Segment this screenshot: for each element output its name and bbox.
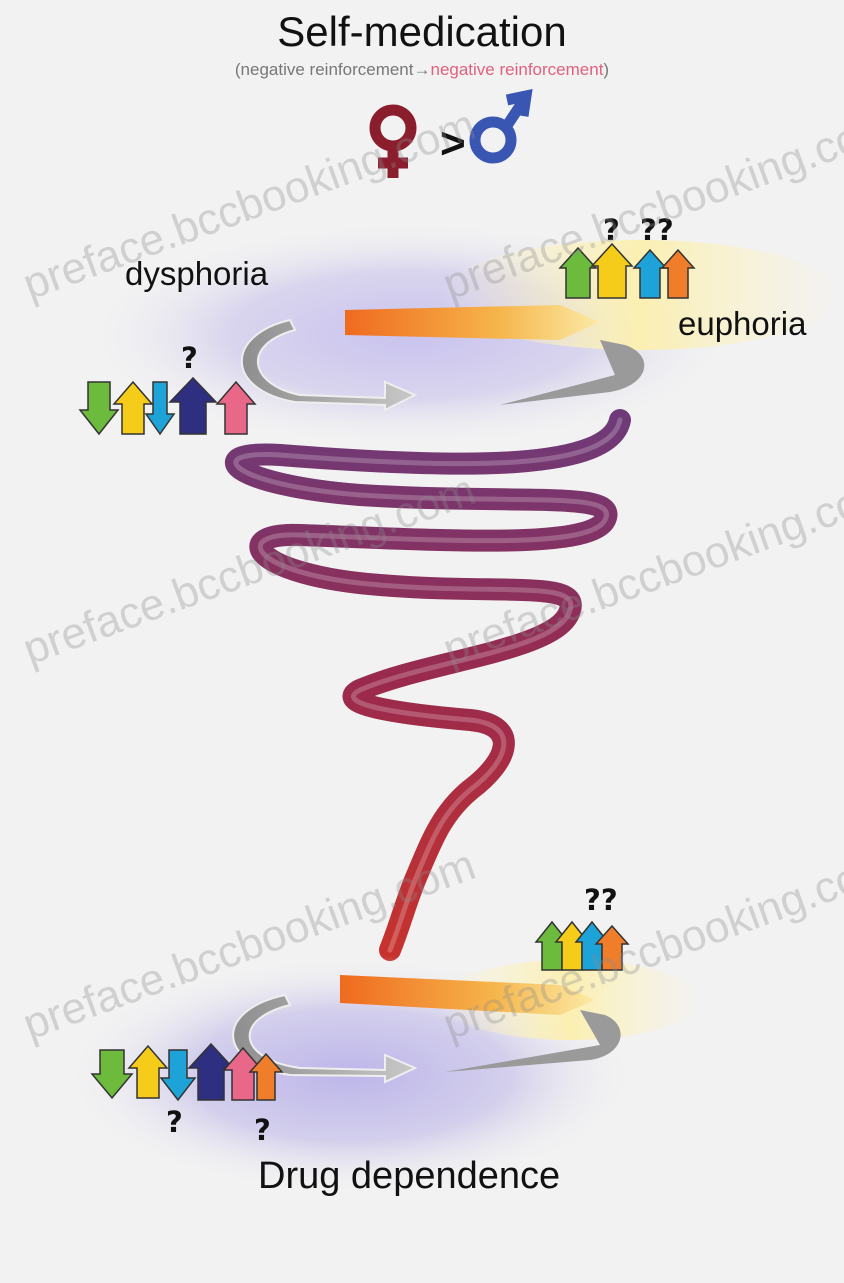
subtitle-part-2: negative reinforcement: [430, 60, 603, 79]
euphoria-label: euphoria: [678, 305, 806, 343]
question-mark: ?: [181, 341, 198, 375]
diagram-subtitle: (negative reinforcement→negative reinfor…: [0, 60, 844, 80]
question-marks-double: ??: [584, 883, 618, 917]
orange-cycle-arrow: [345, 305, 600, 340]
question-mark: ?: [254, 1113, 271, 1147]
dysphoria-label: dysphoria: [125, 255, 268, 293]
male-symbol-icon: [475, 96, 526, 158]
down-arrow-green-icon: [80, 382, 118, 434]
drug-dependence-label: Drug dependence: [258, 1155, 560, 1198]
watermark-text: preface.bccbooking.com: [17, 465, 482, 674]
subtitle-part-1: (negative reinforcement→: [235, 60, 431, 79]
diagram-title: Self-medication: [0, 8, 844, 56]
question-mark: ?: [166, 1105, 183, 1139]
subtitle-part-3: ): [603, 60, 609, 79]
